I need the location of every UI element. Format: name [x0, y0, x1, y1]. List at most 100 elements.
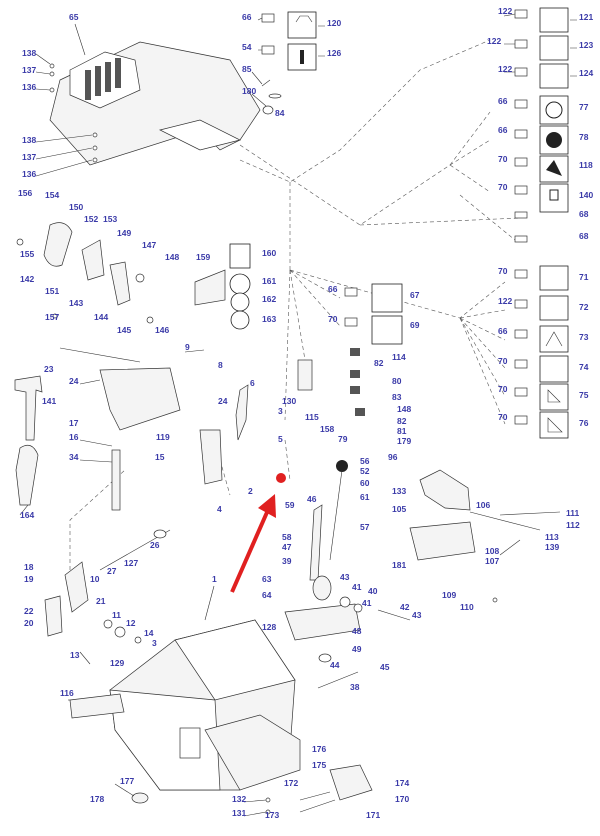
switch-panel-top [261, 11, 317, 115]
part-label-146: 146 [155, 325, 169, 335]
red-arrow-head [258, 494, 276, 518]
part-label-147: 147 [142, 240, 156, 250]
part-label-155: 155 [20, 249, 34, 259]
part-label-47: 47 [282, 542, 292, 552]
part-label-148b: 148 [397, 404, 411, 414]
right-lever-assembly [409, 469, 561, 603]
part-label-153: 153 [103, 214, 117, 224]
part-label-131: 131 [232, 808, 246, 818]
part-label-74: 74 [579, 362, 589, 372]
center-lever-assembly [284, 460, 411, 689]
part-label-143: 143 [69, 298, 83, 308]
part-label-40: 40 [368, 586, 378, 596]
part-label-145: 145 [117, 325, 131, 335]
part-label-2: 2 [248, 486, 253, 496]
part-label-63: 63 [262, 574, 272, 584]
part-label-23: 23 [44, 364, 54, 374]
part-label-3: 3 [278, 406, 283, 416]
part-label-154: 154 [45, 190, 59, 200]
part-label-82b: 82 [397, 416, 407, 426]
part-label-52: 52 [360, 466, 370, 476]
part-label-69: 69 [410, 320, 420, 330]
part-label-12: 12 [126, 618, 136, 628]
part-label-46: 46 [307, 494, 317, 504]
red-indicator-dot [276, 473, 286, 483]
part-label-70e: 70 [498, 356, 508, 366]
part-label-70d: 70 [498, 266, 508, 276]
part-label-44: 44 [330, 660, 340, 670]
part-label-42: 42 [400, 602, 410, 612]
part-label-11: 11 [112, 610, 121, 620]
part-label-112: 112 [566, 520, 580, 530]
part-label-66c: 66 [498, 125, 508, 135]
part-label-176: 176 [312, 744, 326, 754]
part-label-109: 109 [442, 590, 456, 600]
part-label-59: 59 [285, 500, 295, 510]
part-label-75: 75 [579, 390, 589, 400]
part-label-108: 108 [485, 546, 499, 556]
part-label-71: 71 [579, 272, 589, 282]
dial-panel [194, 243, 251, 330]
part-label-180: 180 [242, 86, 256, 96]
part-label-148: 148 [165, 252, 179, 262]
part-label-161: 161 [262, 276, 276, 286]
part-label-122d: 122 [498, 296, 512, 306]
part-label-82a: 82 [374, 358, 384, 368]
part-label-70f: 70 [498, 384, 508, 394]
part-label-122c: 122 [498, 64, 512, 74]
part-label-171: 171 [366, 810, 380, 820]
part-label-26: 26 [150, 540, 160, 550]
part-label-79: 79 [338, 434, 348, 444]
part-label-41b: 41 [362, 598, 372, 608]
part-label-70b: 70 [498, 182, 508, 192]
part-label-65: 65 [69, 12, 79, 22]
part-label-113: 113 [545, 532, 559, 542]
part-label-130: 130 [282, 396, 296, 406]
part-label-160: 160 [262, 248, 276, 258]
part-label-129: 129 [110, 658, 124, 668]
part-label-159: 159 [196, 252, 210, 262]
left-lever-assembly [16, 222, 154, 324]
part-label-136a: 136 [22, 82, 36, 92]
part-label-24a: 24 [69, 376, 79, 386]
part-label-24b: 24 [218, 396, 228, 406]
part-number-labels: 6513813713613813713666120541268518084122… [18, 6, 593, 820]
part-label-136b: 136 [22, 169, 36, 179]
part-label-124: 124 [579, 68, 593, 78]
part-label-43b: 43 [412, 610, 422, 620]
part-label-60: 60 [360, 478, 370, 488]
part-label-115: 115 [305, 412, 319, 422]
part-label-123: 123 [579, 40, 593, 50]
part-label-133: 133 [392, 486, 406, 496]
part-label-70a: 70 [498, 154, 508, 164]
part-label-10: 10 [90, 574, 100, 584]
part-label-48: 48 [352, 626, 362, 636]
part-label-122b: 122 [487, 36, 501, 46]
part-label-14: 14 [144, 628, 154, 638]
connector-block [297, 348, 365, 416]
part-label-45: 45 [380, 662, 390, 672]
part-label-140: 140 [579, 190, 593, 200]
part-label-137b: 137 [22, 152, 36, 162]
part-label-81: 81 [397, 426, 407, 436]
callout-arrow [230, 473, 286, 593]
part-label-122a: 122 [498, 6, 512, 16]
part-label-61: 61 [360, 492, 370, 502]
part-label-118: 118 [579, 160, 593, 170]
part-label-21: 21 [96, 596, 106, 606]
lower-left-linkage [44, 529, 171, 665]
part-label-156: 156 [18, 188, 32, 198]
part-label-149: 149 [117, 228, 131, 238]
part-label-34: 34 [69, 452, 79, 462]
part-label-5: 5 [278, 434, 283, 444]
part-label-1: 1 [212, 574, 217, 584]
part-label-114: 114 [392, 352, 406, 362]
part-label-116: 116 [60, 688, 74, 698]
part-label-163: 163 [262, 314, 276, 324]
part-label-179: 179 [397, 436, 411, 446]
part-label-4: 4 [217, 504, 222, 514]
part-label-54: 54 [242, 42, 252, 52]
part-label-152: 152 [84, 214, 98, 224]
part-label-120: 120 [327, 18, 341, 28]
